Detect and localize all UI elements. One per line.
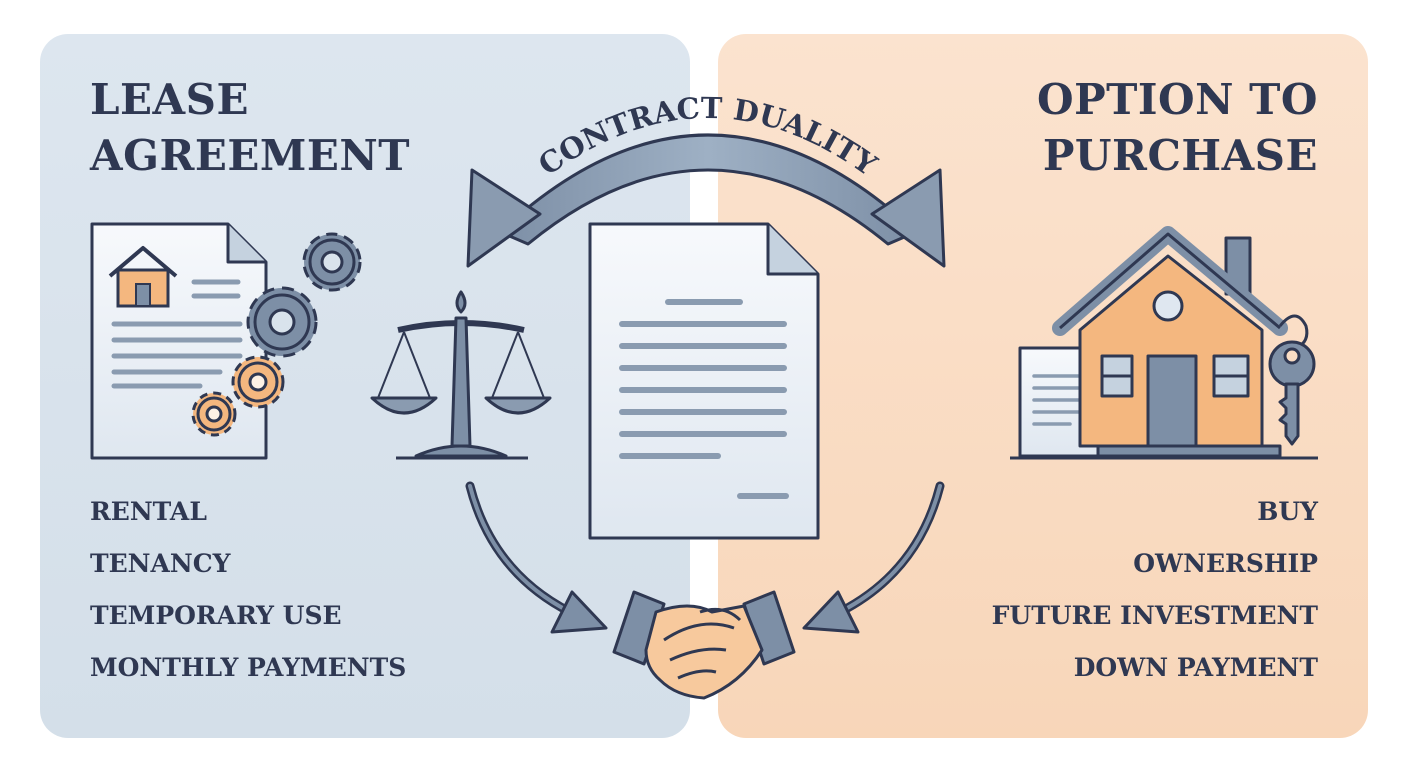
- lease-title-line1: LEASE: [90, 75, 249, 124]
- contract-document-icon: [588, 222, 820, 540]
- arrow-right-to-handshake: [802, 481, 945, 634]
- lease-term-temporary-use: TEMPORARY USE: [90, 601, 342, 630]
- lease-term-tenancy: TENANCY: [90, 549, 231, 578]
- lease-terms-list: RENTAL TENANCY TEMPORARY USE MONTHLY PAY…: [90, 486, 406, 694]
- handshake-icon: [612, 590, 796, 700]
- lease-title-line2: AGREEMENT: [90, 131, 411, 180]
- double-arrow-top: [466, 133, 946, 268]
- purchase-term-future-investment: FUTURE INVESTMENT: [991, 601, 1318, 630]
- lease-term-monthly-payments: MONTHLY PAYMENTS: [90, 653, 407, 682]
- purchase-term-buy: BUY: [1257, 497, 1318, 526]
- arrow-left-to-handshake: [465, 481, 608, 634]
- house-icon: [1010, 226, 1318, 460]
- lease-term-rental: RENTAL: [90, 497, 207, 526]
- scales-of-justice-icon: [370, 290, 552, 460]
- purchase-term-down-payment: DOWN PAYMENT: [1073, 653, 1318, 682]
- purchase-terms-list: BUY OWNERSHIP FUTURE INVESTMENT DOWN PAY…: [992, 486, 1318, 694]
- lease-agreement-title: LEASE AGREEMENT: [90, 72, 410, 184]
- purchase-term-ownership: OWNERSHIP: [1133, 549, 1318, 578]
- lease-document-icon: [90, 222, 268, 460]
- small-house-icon: [108, 246, 178, 308]
- purchase-title-line1: OPTION TO: [1036, 75, 1318, 124]
- purchase-title-line2: PURCHASE: [1042, 131, 1318, 180]
- option-to-purchase-title: OPTION TO PURCHASE: [1037, 72, 1318, 184]
- gears-icon: [191, 232, 362, 437]
- key-icon: [1268, 314, 1316, 446]
